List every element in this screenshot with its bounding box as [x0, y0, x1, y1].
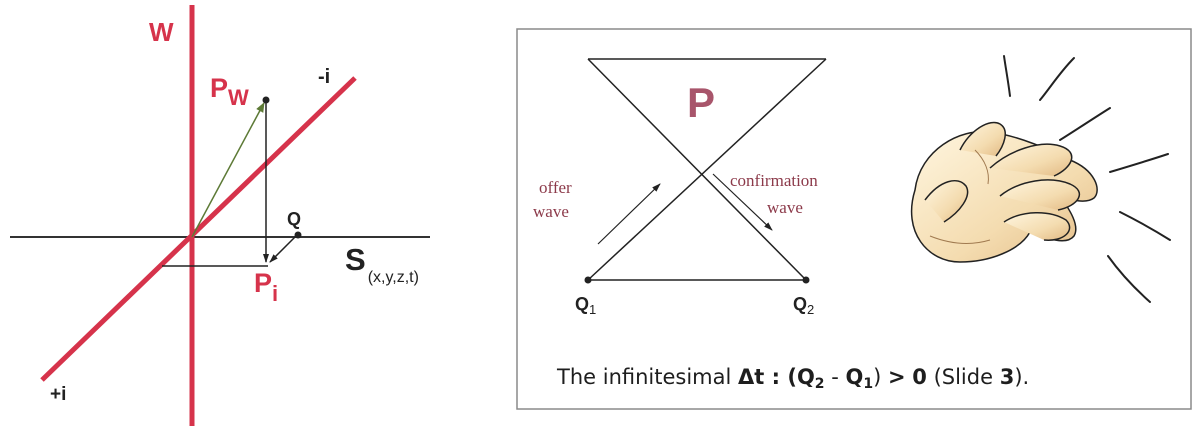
p-label: P	[687, 79, 715, 126]
offer-wave-label: offer wave	[533, 178, 576, 221]
plus-i-label: +i	[50, 384, 66, 405]
pw-vector	[191, 102, 265, 238]
left-diagram: W -i +i PW Pi Q S(x,y,z,t)	[10, 5, 430, 426]
q-label: Q	[287, 209, 301, 229]
confirmation-wave-label: confirmation wave	[730, 171, 822, 217]
pi-label: Pi	[254, 268, 278, 306]
right-panel: P offer wave confirmation wave Q1 Q2	[516, 28, 1192, 410]
caption: The infinitesimal Δt : (Q2 - Q1) > 0 (Sl…	[556, 365, 1029, 392]
q2-point	[802, 276, 810, 284]
pw-point	[262, 96, 270, 104]
q-pi-arrow	[269, 234, 298, 263]
q1-label: Q1	[575, 294, 596, 317]
minus-i-label: -i	[318, 66, 330, 88]
confirmation-wave-arrow	[712, 173, 773, 231]
hourglass-diag-2	[587, 58, 827, 281]
q-point	[294, 231, 302, 239]
q2-label: Q2	[793, 294, 814, 317]
i-axis	[40, 76, 357, 382]
w-label: W	[149, 17, 174, 47]
panel-border	[516, 28, 1192, 410]
clapping-hands-icon	[910, 55, 1171, 303]
s-label: S(x,y,z,t)	[345, 242, 419, 286]
offer-wave-arrow	[597, 183, 661, 245]
pw-label: PW	[210, 73, 249, 110]
q1-point	[584, 276, 592, 284]
hourglass-diag-1	[587, 58, 807, 281]
